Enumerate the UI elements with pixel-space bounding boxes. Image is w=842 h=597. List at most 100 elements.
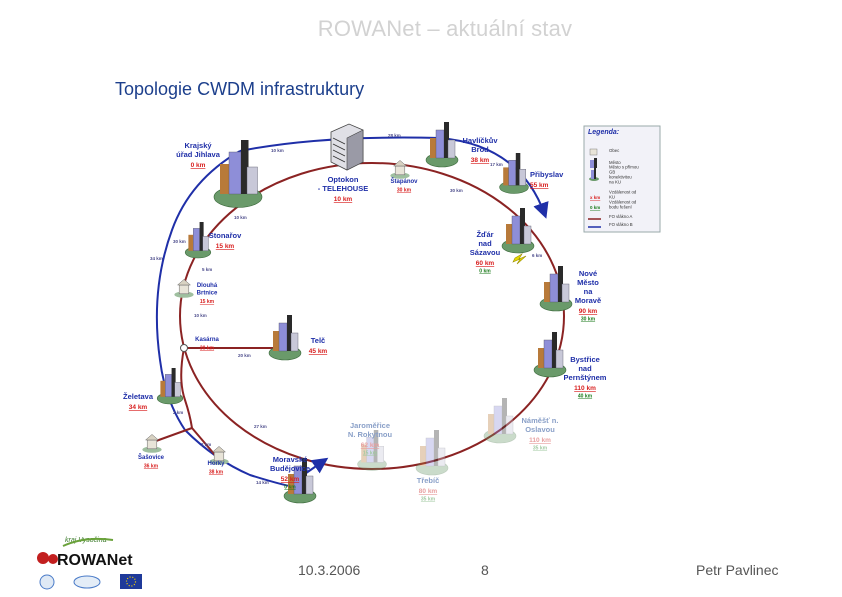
node-havlickuv-distance: 38 km xyxy=(471,157,490,164)
node-horky-icon xyxy=(209,446,229,465)
node-jihlava-distance: 0 km xyxy=(191,162,206,169)
logo-swoosh-icon xyxy=(62,537,114,547)
node-stonarov-distance: 15 km xyxy=(216,243,235,250)
segment-length-label: 2 km xyxy=(201,442,211,447)
legend-item: FO vlákno A xyxy=(588,214,633,220)
legend-item-label: Město xyxy=(609,160,621,165)
node-havlickuv-name: Havlíčkův xyxy=(462,136,498,145)
node-zdar-distance: 60 km xyxy=(476,260,495,267)
slide-title: ROWANet – aktuální stav xyxy=(317,16,573,41)
node-jaromerice-distance-from-point: 15 km xyxy=(363,451,378,457)
partner-logo-icon xyxy=(39,574,55,590)
node-zeletava-icon xyxy=(156,368,184,405)
segment-length-label: 5 km xyxy=(202,267,212,272)
node-namest-name: Náměšť n. xyxy=(522,416,559,425)
node-stapanov-name: Štapánov xyxy=(390,177,418,185)
fault-lightning-icon xyxy=(512,253,527,265)
node-kasarna-name: Kasárna xyxy=(195,337,219,343)
node-havlickuv-name: Brod xyxy=(471,145,489,154)
node-pribyslav-name: Přibyslav xyxy=(530,170,564,179)
node-kasarna-junction-icon xyxy=(180,344,188,352)
slide-subtitle: Topologie CWDM infrastruktury xyxy=(115,79,365,99)
node-optokon-name: Optokon xyxy=(328,175,359,184)
node-zdar-name: nad xyxy=(478,239,492,248)
node-nmnm-icon xyxy=(539,266,573,312)
node-zeletava-name: Želetava xyxy=(123,392,154,401)
node-mbudejovice-name: Budějovice xyxy=(270,464,310,473)
node-nmnm-name: Město xyxy=(577,278,599,287)
legend-item-label: FO vlákno A xyxy=(609,214,633,219)
fiber-a-sasovice xyxy=(155,427,193,442)
node-telc-icon xyxy=(268,315,302,361)
segment-length-label: 34 km xyxy=(150,256,163,261)
node-dlouha-name: Brtnice xyxy=(197,291,218,297)
node-jihlava-name: úřad Jihlava xyxy=(176,150,221,159)
segment-length-label: 17 km xyxy=(490,162,503,167)
node-stonarov-name: Stonařov xyxy=(209,231,242,240)
node-kasarna-distance: 30 km xyxy=(200,346,215,352)
node-trebic-icon xyxy=(415,430,449,476)
footer-author: Petr Pavlinec xyxy=(696,562,779,578)
node-zeletava-distance: 34 km xyxy=(129,404,148,411)
logo-brand: ROWANet xyxy=(57,552,133,569)
legend-item: Město xyxy=(590,158,621,168)
segment-length-label: 6 km xyxy=(532,253,542,258)
node-jaromerice-name: Jaroměřice xyxy=(350,421,390,430)
node-namest-distance: 110 km xyxy=(529,437,551,444)
node-namest-name: Oslavou xyxy=(525,425,555,434)
eu-flag-icon xyxy=(120,574,142,589)
cherry-logo-icon xyxy=(37,552,49,564)
node-namest-distance-from-point: 35 km xyxy=(533,446,548,452)
legend-item-label: Obec xyxy=(609,148,620,153)
node-havlickuv-icon xyxy=(425,122,459,168)
footer-page-number: 8 xyxy=(481,562,489,578)
node-bystrice-distance-from-point: 40 km xyxy=(578,394,593,400)
node-stapanov-icon xyxy=(390,160,410,179)
fiber-a-ring xyxy=(179,162,565,470)
node-jihlava-name: Krajský xyxy=(184,141,212,150)
node-horky-name: Horky xyxy=(207,461,225,467)
node-jaromerice-distance: 62 km xyxy=(361,442,380,449)
node-horky-distance: 38 km xyxy=(209,470,224,476)
legend-sample: 0 km xyxy=(590,205,600,210)
node-nmnm-distance-from-point: 30 km xyxy=(581,317,596,323)
node-stonarov-icon xyxy=(184,222,212,259)
segment-length-label: 2 km xyxy=(173,410,183,415)
node-dlouha-name: Dlouhá xyxy=(197,283,218,289)
node-nmnm-name: na xyxy=(584,287,594,296)
node-mbudejovice-icon xyxy=(283,458,317,504)
node-zdar-distance-from-point: 0 km xyxy=(479,269,491,275)
node-nmnm-name: Moravě xyxy=(575,296,601,305)
node-nmnm-distance: 90 km xyxy=(579,308,598,315)
node-mbudejovice-distance-from-point: 0 km xyxy=(284,485,296,491)
node-stapanov-distance: 30 km xyxy=(397,188,412,194)
segment-length-label: 14 km xyxy=(256,480,269,485)
segment-length-label: 28 km xyxy=(388,133,401,138)
node-sasovice-name: Šašovice xyxy=(138,453,165,461)
node-namest-icon xyxy=(483,398,517,444)
legend-title: Legenda: xyxy=(588,129,619,136)
node-nmnm-name: Nové xyxy=(579,269,597,278)
logo-area: kraj Vysočina ROWANet xyxy=(35,532,150,592)
segment-length-label: 20 km xyxy=(238,353,251,358)
node-optokon-name: - TELEHOUSE xyxy=(318,184,368,193)
node-dlouha-icon xyxy=(174,279,194,298)
segment-length-label: 30 km xyxy=(173,239,186,244)
node-optokon-distance: 10 km xyxy=(334,196,353,203)
node-mbudejovice-name: Moravské xyxy=(273,455,308,464)
node-pribyslav-icon xyxy=(499,153,529,194)
node-zdar-icon xyxy=(501,208,535,254)
node-jaromerice-icon xyxy=(357,430,387,471)
node-trebic-name: Třebíč xyxy=(417,476,440,485)
legend-sample: x km xyxy=(590,195,600,200)
segment-length-label: 10 km xyxy=(194,313,207,318)
fiber-a-horky xyxy=(191,427,216,456)
node-bystrice-name: nad xyxy=(578,364,592,373)
